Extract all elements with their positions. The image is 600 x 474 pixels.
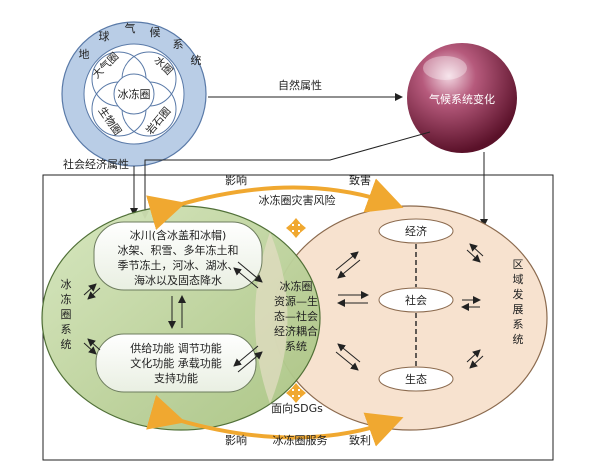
right-arrow-5 xyxy=(466,349,481,363)
ecology-label: 生态 xyxy=(405,372,427,386)
bottom-benefit-label: 致利 xyxy=(349,433,371,447)
functions-line-1: 供给功能 调节功能 xyxy=(130,341,222,355)
region-label-char-6: 统 xyxy=(513,333,524,346)
functions-to-coupling-arrow-2 xyxy=(233,345,259,367)
elements-line-3: 季节冻土，河冰、湖冰、 xyxy=(118,258,239,272)
cryosphere-functions-box xyxy=(95,333,257,393)
climate-change-label: 气候系统变化 xyxy=(429,92,495,106)
natural-attribute-label: 自然属性 xyxy=(278,78,322,92)
society-node xyxy=(378,287,454,313)
coupling-line-3: 态—社会 xyxy=(274,309,318,323)
elements-line-2: 冰架、积雪、多年冻土和 xyxy=(118,243,239,257)
arc-char-4: 候 xyxy=(150,25,161,39)
sphere-highlight xyxy=(423,56,467,80)
cryo-label-char-3: 圈 xyxy=(61,308,72,321)
coupling-overlap xyxy=(255,232,288,404)
cryo-label-char-5: 统 xyxy=(61,338,72,351)
arc-char-6: 统 xyxy=(191,54,202,67)
right-arrow-6 xyxy=(469,355,484,369)
coupling-line-1: 冰冻圈 xyxy=(280,279,313,293)
left-arrow-down-2 xyxy=(87,338,101,351)
cryosphere-center-label: 冰冻圈 xyxy=(118,87,151,101)
coupling-line-5: 系统 xyxy=(285,340,307,353)
elements-line-4: 海冰以及固态降水 xyxy=(134,273,222,287)
cryo-label-char-2: 冻 xyxy=(61,292,72,306)
four-way-arrow-top xyxy=(286,218,306,238)
right-arrow-1 xyxy=(466,249,481,263)
disaster-risk-label: 冰冻圈灾害风险 xyxy=(259,193,336,207)
climate-change-node: 气候系统变化 xyxy=(407,43,517,153)
bottom-impact-label: 影响 xyxy=(225,434,247,447)
elements-line-1: 冰川(含冰盖和冰帽) xyxy=(130,228,227,242)
service-arc-arrow xyxy=(146,394,404,447)
region-label-char-2: 域 xyxy=(513,273,524,286)
earth-climate-system: 冰冻圈 大气圈 水圈 生物圈 岩石圈 地 球 气 候 系 统 xyxy=(61,21,207,167)
climate-sphere xyxy=(407,43,517,153)
elements-to-coupling-arrow-1 xyxy=(237,261,263,283)
cryosphere-system-label: 冰 冻 圈 系 统 xyxy=(61,278,72,351)
socioeconomic-attribute-label: 社会经济属性 xyxy=(63,157,129,171)
left-arrow-up-2 xyxy=(87,287,101,300)
region-label-char-4: 展 xyxy=(513,303,524,316)
region-label-char-3: 发 xyxy=(513,287,524,301)
regional-system-label: 区 域 发 展 系 统 xyxy=(513,258,524,346)
arc-char-2: 球 xyxy=(99,29,110,43)
arc-char-5: 系 xyxy=(173,38,184,51)
cryo-label-char-4: 系 xyxy=(61,323,72,336)
economy-label: 经济 xyxy=(405,224,427,238)
top-harm-label: 致害 xyxy=(349,173,371,187)
risk-arc-arrow xyxy=(146,178,404,231)
right-arrow-2 xyxy=(469,243,484,257)
coupling-line-4: 经济耦合 xyxy=(274,324,318,338)
ecology-node xyxy=(378,366,454,392)
arc-char-1: 地 xyxy=(79,48,90,61)
society-label: 社会 xyxy=(405,293,427,307)
top-impact-label: 影响 xyxy=(225,174,247,187)
coupling-to-economy-1 xyxy=(335,251,359,271)
cryo-service-label: 冰冻圈服务 xyxy=(273,433,328,447)
region-label-char-5: 系 xyxy=(513,318,524,331)
region-label-char-1: 区 xyxy=(513,258,524,271)
sdgs-label: 面向SDGs xyxy=(271,401,323,415)
coupling-to-ecology-1 xyxy=(335,351,359,371)
left-arrow-down-1 xyxy=(83,342,97,355)
cryosphere-core xyxy=(113,73,155,115)
elements-to-coupling-arrow-2 xyxy=(233,267,259,289)
four-way-arrow-bottom xyxy=(286,383,306,403)
functions-to-coupling-arrow-1 xyxy=(237,351,263,373)
coupling-line-2: 资源—生 xyxy=(274,294,318,308)
arc-char-3: 气 xyxy=(125,21,136,35)
coupling-to-economy-2 xyxy=(337,259,361,279)
functions-line-2: 文化功能 承载功能 xyxy=(130,356,222,370)
functions-line-3: 支持功能 xyxy=(154,371,198,385)
left-arrow-up-1 xyxy=(83,283,97,296)
climate-to-cryo-arrow xyxy=(141,131,431,219)
cryo-label-char-1: 冰 xyxy=(61,278,72,291)
coupling-system-text: 冰冻圈 资源—生 态—社会 经济耦合 系统 xyxy=(274,279,318,353)
coupling-to-ecology-2 xyxy=(337,343,361,363)
